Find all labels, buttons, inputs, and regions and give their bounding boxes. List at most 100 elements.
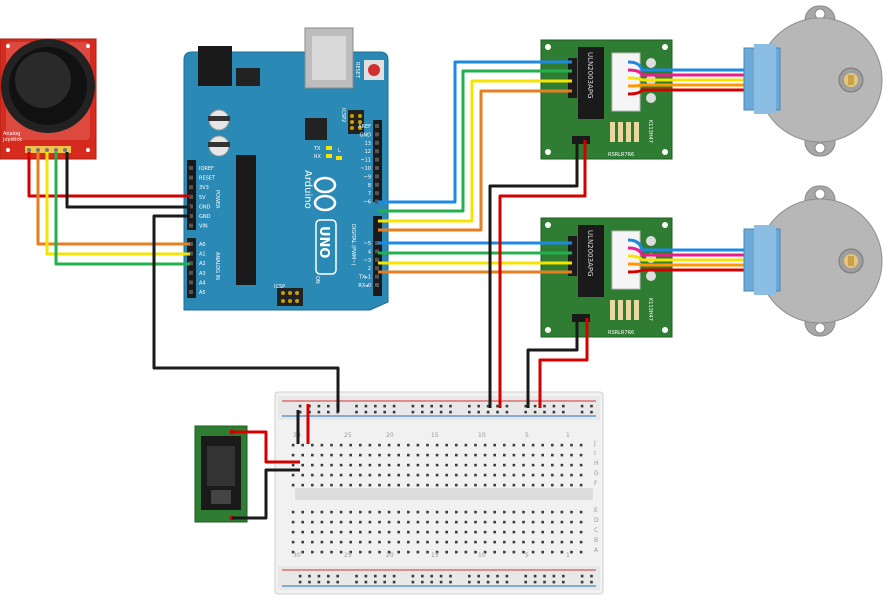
breadboard-hole[interactable] xyxy=(374,404,377,408)
header-pin[interactable] xyxy=(189,204,193,209)
breadboard-hole[interactable] xyxy=(397,443,400,447)
breadboard-hole[interactable] xyxy=(291,473,295,477)
breadboard-hole[interactable] xyxy=(426,483,429,487)
breadboard-hole[interactable] xyxy=(445,463,448,467)
breadboard-hole[interactable] xyxy=(455,510,458,514)
breadboard-hole[interactable] xyxy=(483,443,487,447)
breadboard-hole[interactable] xyxy=(483,473,487,477)
header-pin[interactable] xyxy=(375,124,379,128)
breadboard-hole[interactable] xyxy=(430,410,433,414)
breadboard-hole[interactable] xyxy=(407,540,410,544)
breadboard-hole[interactable] xyxy=(435,530,439,534)
breadboard-hole[interactable] xyxy=(378,473,381,477)
breadboard-hole[interactable] xyxy=(339,530,343,534)
breadboard-hole[interactable] xyxy=(503,483,506,487)
breadboard-hole[interactable] xyxy=(320,453,324,457)
breadboard-hole[interactable] xyxy=(560,510,564,514)
breadboard-hole[interactable] xyxy=(291,463,295,467)
breadboard-hole[interactable] xyxy=(543,574,546,578)
breadboard-hole[interactable] xyxy=(531,473,535,477)
breadboard-hole[interactable] xyxy=(468,574,471,578)
breadboard-hole[interactable] xyxy=(439,580,443,584)
breadboard-hole[interactable] xyxy=(455,463,458,467)
breadboard-hole[interactable] xyxy=(531,510,535,514)
breadboard-hole[interactable] xyxy=(455,530,458,534)
breadboard-hole[interactable] xyxy=(570,463,573,467)
breadboard-hole[interactable] xyxy=(301,550,304,554)
breadboard-hole[interactable] xyxy=(368,463,372,467)
breadboard-hole[interactable] xyxy=(368,520,372,524)
breadboard-hole[interactable] xyxy=(524,580,527,584)
breadboard-hole[interactable] xyxy=(308,574,311,578)
breadboard-hole[interactable] xyxy=(551,530,554,534)
breadboard-hole[interactable] xyxy=(455,540,458,544)
breadboard-hole[interactable] xyxy=(301,473,304,477)
breadboard-hole[interactable] xyxy=(407,453,410,457)
breadboard-hole[interactable] xyxy=(445,530,448,534)
breadboard-hole[interactable] xyxy=(387,540,391,544)
breadboard-hole[interactable] xyxy=(522,483,525,487)
breadboard-hole[interactable] xyxy=(435,483,439,487)
breadboard-hole[interactable] xyxy=(397,473,400,477)
breadboard-hole[interactable] xyxy=(301,453,304,457)
breadboard-hole[interactable] xyxy=(364,574,368,578)
breadboard-hole[interactable] xyxy=(330,510,333,514)
breadboard-hole[interactable] xyxy=(533,404,537,408)
breadboard-hole[interactable] xyxy=(455,483,458,487)
breadboard-hole[interactable] xyxy=(320,483,324,487)
header-pin[interactable] xyxy=(189,214,193,218)
breadboard-hole[interactable] xyxy=(416,453,420,457)
breadboard-hole[interactable] xyxy=(464,463,468,467)
breadboard-hole[interactable] xyxy=(435,510,439,514)
breadboard-hole[interactable] xyxy=(503,510,506,514)
breadboard-hole[interactable] xyxy=(474,443,477,447)
breadboard-hole[interactable] xyxy=(416,510,420,514)
breadboard-hole[interactable] xyxy=(339,550,343,554)
breadboard-hole[interactable] xyxy=(320,550,324,554)
breadboard-hole[interactable] xyxy=(291,453,295,457)
breadboard-hole[interactable] xyxy=(407,550,410,554)
breadboard-hole[interactable] xyxy=(327,574,330,578)
breadboard-hole[interactable] xyxy=(378,510,381,514)
header-pin[interactable] xyxy=(375,257,379,262)
breadboard-hole[interactable] xyxy=(368,443,372,447)
breadboard-hole[interactable] xyxy=(579,530,583,534)
breadboard-hole[interactable] xyxy=(368,473,372,477)
breadboard-hole[interactable] xyxy=(387,463,391,467)
breadboard-hole[interactable] xyxy=(483,520,487,524)
breadboard-hole[interactable] xyxy=(320,530,324,534)
breadboard-hole[interactable] xyxy=(512,550,516,554)
breadboard-hole[interactable] xyxy=(531,453,535,457)
breadboard-hole[interactable] xyxy=(426,520,429,524)
breadboard-hole[interactable] xyxy=(339,463,343,467)
breadboard-hole[interactable] xyxy=(579,463,583,467)
breadboard-hole[interactable] xyxy=(543,580,546,584)
breadboard-hole[interactable] xyxy=(503,530,506,534)
breadboard-hole[interactable] xyxy=(320,463,324,467)
breadboard-hole[interactable] xyxy=(368,453,372,457)
breadboard-hole[interactable] xyxy=(570,510,573,514)
breadboard-hole[interactable] xyxy=(320,520,324,524)
breadboard-hole[interactable] xyxy=(411,404,415,408)
breadboard-hole[interactable] xyxy=(455,473,458,477)
breadboard-hole[interactable] xyxy=(474,453,477,457)
breadboard-hole[interactable] xyxy=(317,410,321,414)
breadboard-hole[interactable] xyxy=(522,540,525,544)
breadboard-hole[interactable] xyxy=(590,410,593,414)
breadboard-hole[interactable] xyxy=(421,574,424,578)
breadboard-hole[interactable] xyxy=(541,463,544,467)
breadboard-hole[interactable] xyxy=(524,574,527,578)
breadboard-hole[interactable] xyxy=(311,540,314,544)
breadboard-hole[interactable] xyxy=(301,483,304,487)
breadboard-hole[interactable] xyxy=(349,510,352,514)
header-pin[interactable] xyxy=(375,199,379,204)
breadboard-hole[interactable] xyxy=(397,530,400,534)
breadboard-hole[interactable] xyxy=(580,404,584,408)
breadboard-hole[interactable] xyxy=(445,540,448,544)
breadboard-hole[interactable] xyxy=(541,483,544,487)
breadboard-hole[interactable] xyxy=(541,473,544,477)
breadboard-hole[interactable] xyxy=(392,410,396,414)
breadboard-hole[interactable] xyxy=(349,540,352,544)
breadboard-hole[interactable] xyxy=(477,574,480,578)
header-pin[interactable] xyxy=(375,174,379,179)
